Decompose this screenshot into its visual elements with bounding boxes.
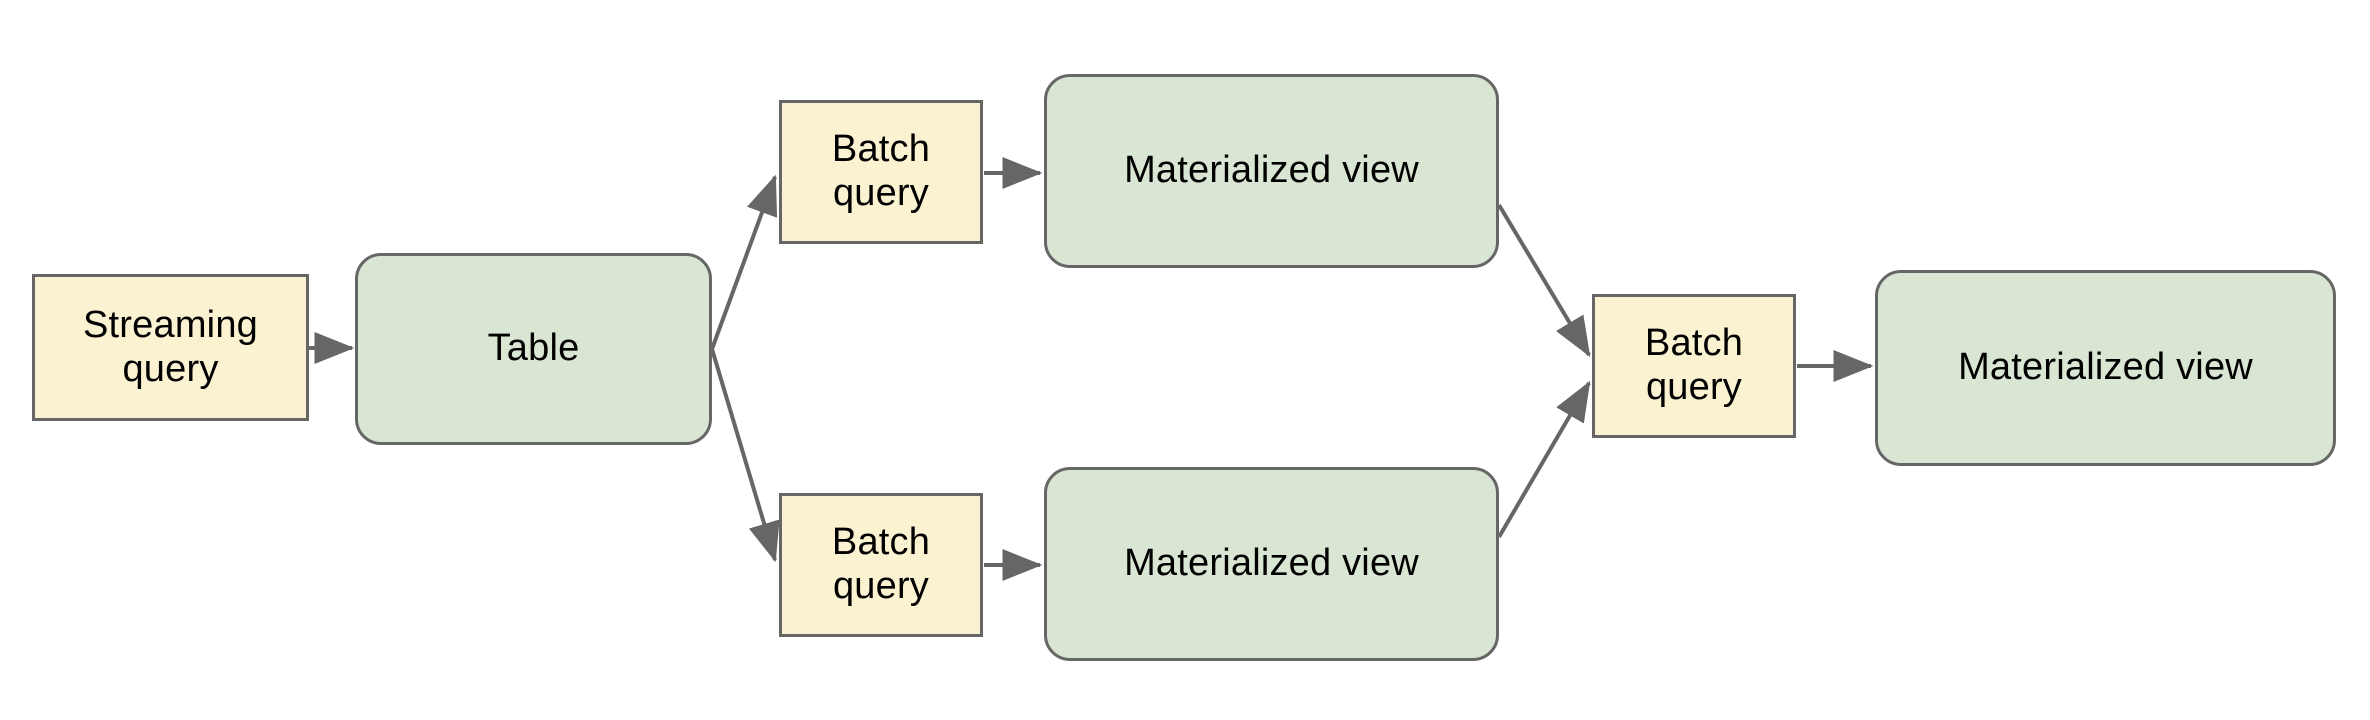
node-table[interactable]: Table [355, 253, 712, 445]
node-materialized-view-top[interactable]: Materialized view [1044, 74, 1499, 268]
node-batch-query-top-label: Batch query [831, 128, 931, 214]
node-materialized-view-bottom[interactable]: Materialized view [1044, 467, 1499, 661]
node-table-label: Table [487, 327, 580, 370]
edge-table-to-batch-query-bottom [710, 348, 780, 563]
edge-table-to-batch-query-top [710, 174, 778, 350]
node-materialized-view-bottom-label: Materialized view [1124, 542, 1419, 585]
node-batch-query-bottom[interactable]: Batch query [779, 493, 983, 637]
node-streaming-query[interactable]: Streaming query [32, 274, 309, 421]
edge-mv-top-to-batch-query-middle [1497, 203, 1591, 358]
edge-mv-bottom-to-batch-query-middle [1497, 380, 1591, 539]
node-materialized-view-top-label: Materialized view [1124, 149, 1419, 192]
node-materialized-view-final[interactable]: Materialized view [1875, 270, 2336, 466]
node-batch-query-bottom-label: Batch query [831, 521, 931, 607]
node-batch-query-middle[interactable]: Batch query [1592, 294, 1796, 438]
node-materialized-view-final-label: Materialized view [1958, 346, 2253, 389]
node-batch-query-top[interactable]: Batch query [779, 100, 983, 244]
node-batch-query-middle-label: Batch query [1644, 322, 1744, 408]
node-streaming-query-label: Streaming query [83, 303, 258, 390]
